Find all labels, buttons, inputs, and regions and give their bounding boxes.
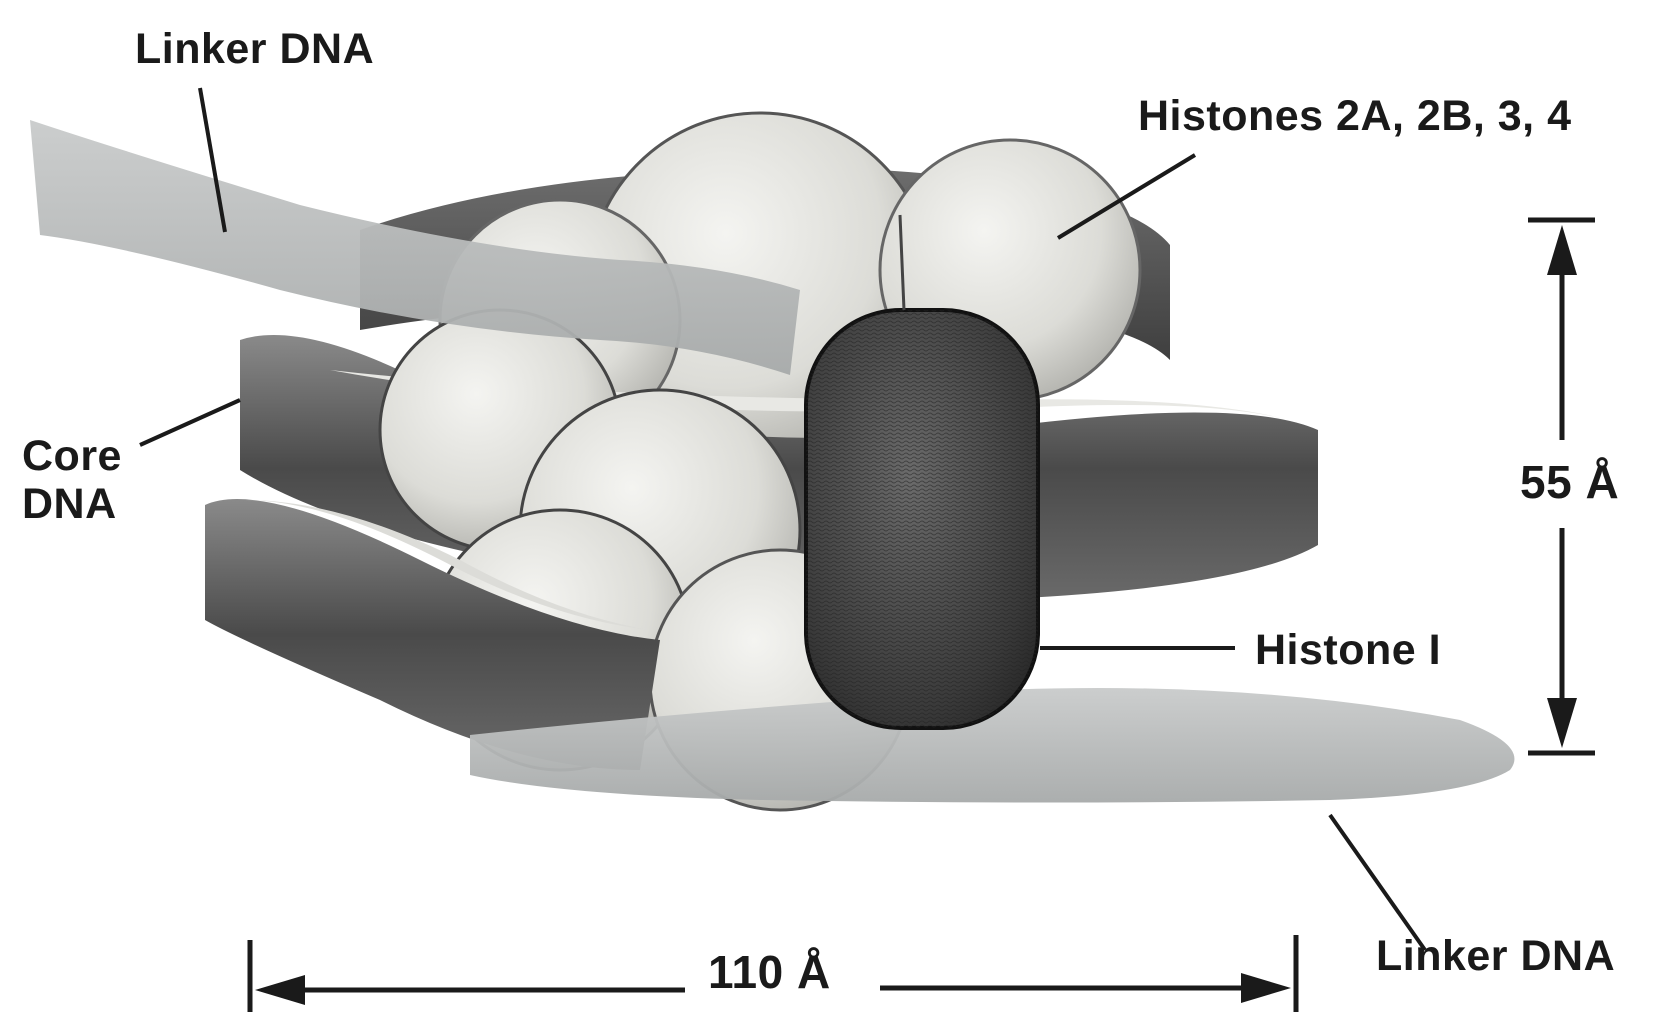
label-width-dimension: 110 Å: [708, 945, 831, 999]
label-linker-dna-top: Linker DNA: [135, 25, 374, 74]
label-histones-core: Histones 2A, 2B, 3, 4: [1138, 92, 1572, 141]
label-histone-1: Histone I: [1255, 626, 1441, 675]
label-core-dna-line2: DNA: [22, 480, 122, 528]
label-height-dimension: 55 Å: [1520, 455, 1619, 509]
label-linker-dna-bottom: Linker DNA: [1376, 932, 1615, 981]
label-core-dna: Core DNA: [22, 432, 122, 528]
label-core-dna-line1: Core: [22, 432, 122, 480]
